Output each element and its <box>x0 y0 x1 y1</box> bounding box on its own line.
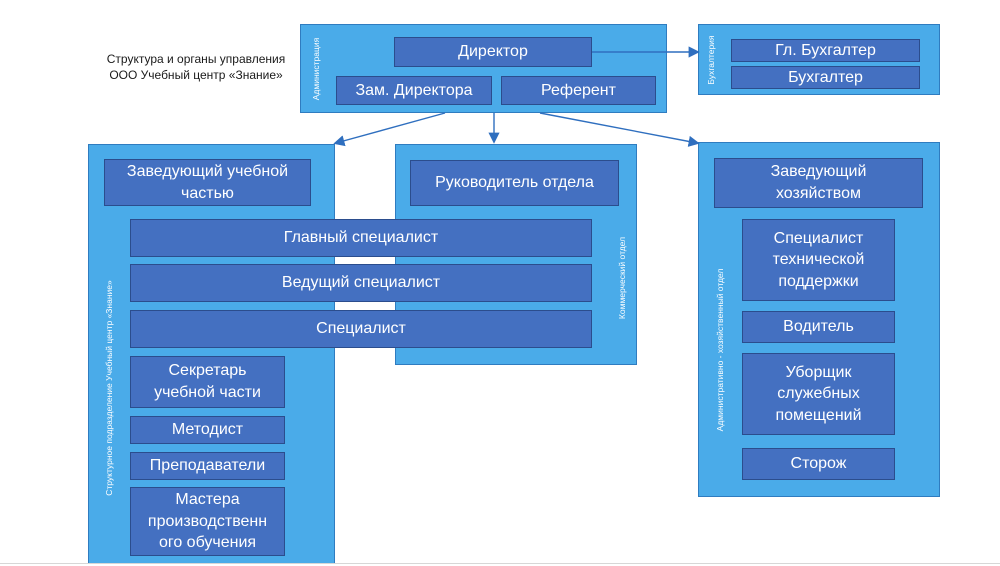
guard-box: Сторож <box>742 448 895 480</box>
bottom-divider <box>0 563 1000 564</box>
leading-specialist-box: Ведущий специалист <box>130 264 592 302</box>
admin-household-label: Административно - хозяйственный отдел <box>715 268 725 432</box>
director-box: Директор <box>394 37 592 67</box>
chief-accountant-box: Гл. Бухгалтер <box>731 39 920 62</box>
masters-box: Мастера производственн ого обучения <box>130 487 285 556</box>
referent-box: Референт <box>501 76 656 105</box>
teachers-box: Преподаватели <box>130 452 285 480</box>
accountant-box: Бухгалтер <box>731 66 920 89</box>
diagram-title: Структура и органы управления ООО Учебны… <box>106 52 286 82</box>
driver-box: Водитель <box>742 311 895 343</box>
specialist-box: Специалист <box>130 310 592 348</box>
commercial-head-box: Руководитель отдела <box>410 160 619 206</box>
household-head-box: Заведующий хозяйством <box>714 158 923 208</box>
secretary-box: Секретарь учебной части <box>130 356 285 408</box>
administration-label: Администрация <box>311 37 321 101</box>
commercial-label: Коммерческий отдел <box>617 236 627 320</box>
accounting-label: Бухгалтерия <box>706 35 716 85</box>
arrow-admin-to-education <box>333 112 446 147</box>
chief-specialist-box: Главный специалист <box>130 219 592 257</box>
head-of-studies-box: Заведующий учебной частью <box>104 159 311 206</box>
tech-support-box: Специалист технической поддержки <box>742 219 895 301</box>
deputy-director-box: Зам. Директора <box>336 76 492 105</box>
education-unit-label: Структурное подразделение Учебный центр … <box>104 280 114 496</box>
methodist-box: Методист <box>130 416 285 444</box>
arrow-admin-to-household <box>539 112 700 147</box>
cleaner-box: Уборщик служебных помещений <box>742 353 895 435</box>
